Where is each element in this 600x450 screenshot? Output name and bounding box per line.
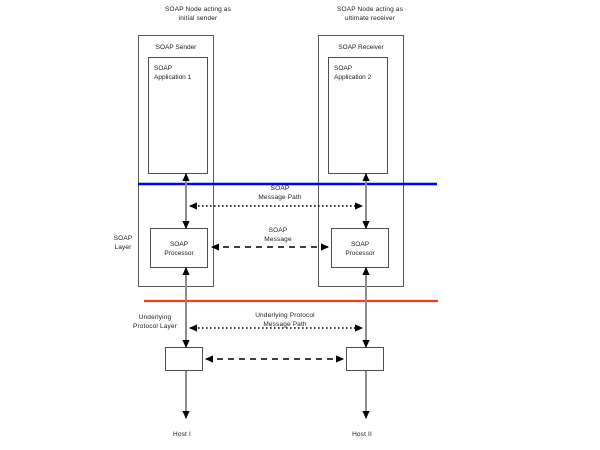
soap-processor-right-label: SOAP Processor (345, 241, 375, 257)
soap-processor-left-box: SOAP Processor (150, 228, 208, 268)
host-1-label: Host I (173, 431, 191, 438)
soap-application-2-box: SOAP Application 2 (328, 57, 388, 174)
underlying-protocol-box-right (346, 347, 384, 371)
soap-message-path-label: SOAP Message Path (258, 185, 302, 201)
caption-ultimate-receiver: SOAP Node acting as ultimate receiver (337, 6, 403, 22)
caption-initial-sender: SOAP Node acting as initial sender (165, 6, 231, 22)
soap-message-label: SOAP Message (264, 227, 292, 243)
underlying-protocol-box-left (165, 347, 203, 371)
soap-sender-title: SOAP Sender (155, 44, 197, 51)
soap-application-1-label: SOAP Application 1 (154, 65, 192, 81)
host-2-label: Host II (352, 431, 372, 438)
underlying-protocol-message-path-label: Underlying Protocol Message Path (255, 312, 315, 328)
soap-processor-right-box: SOAP Processor (331, 228, 389, 268)
underlying-protocol-layer-label: Underlying Protocol Layer (132, 314, 177, 330)
soap-application-2-label: SOAP Application 2 (334, 65, 372, 81)
soap-application-1-box: SOAP Application 1 (148, 57, 208, 174)
soap-processor-left-label: SOAP Processor (164, 241, 194, 257)
soap-layer-label: SOAP Layer (113, 235, 133, 251)
soap-receiver-title: SOAP Receiver (338, 44, 384, 51)
